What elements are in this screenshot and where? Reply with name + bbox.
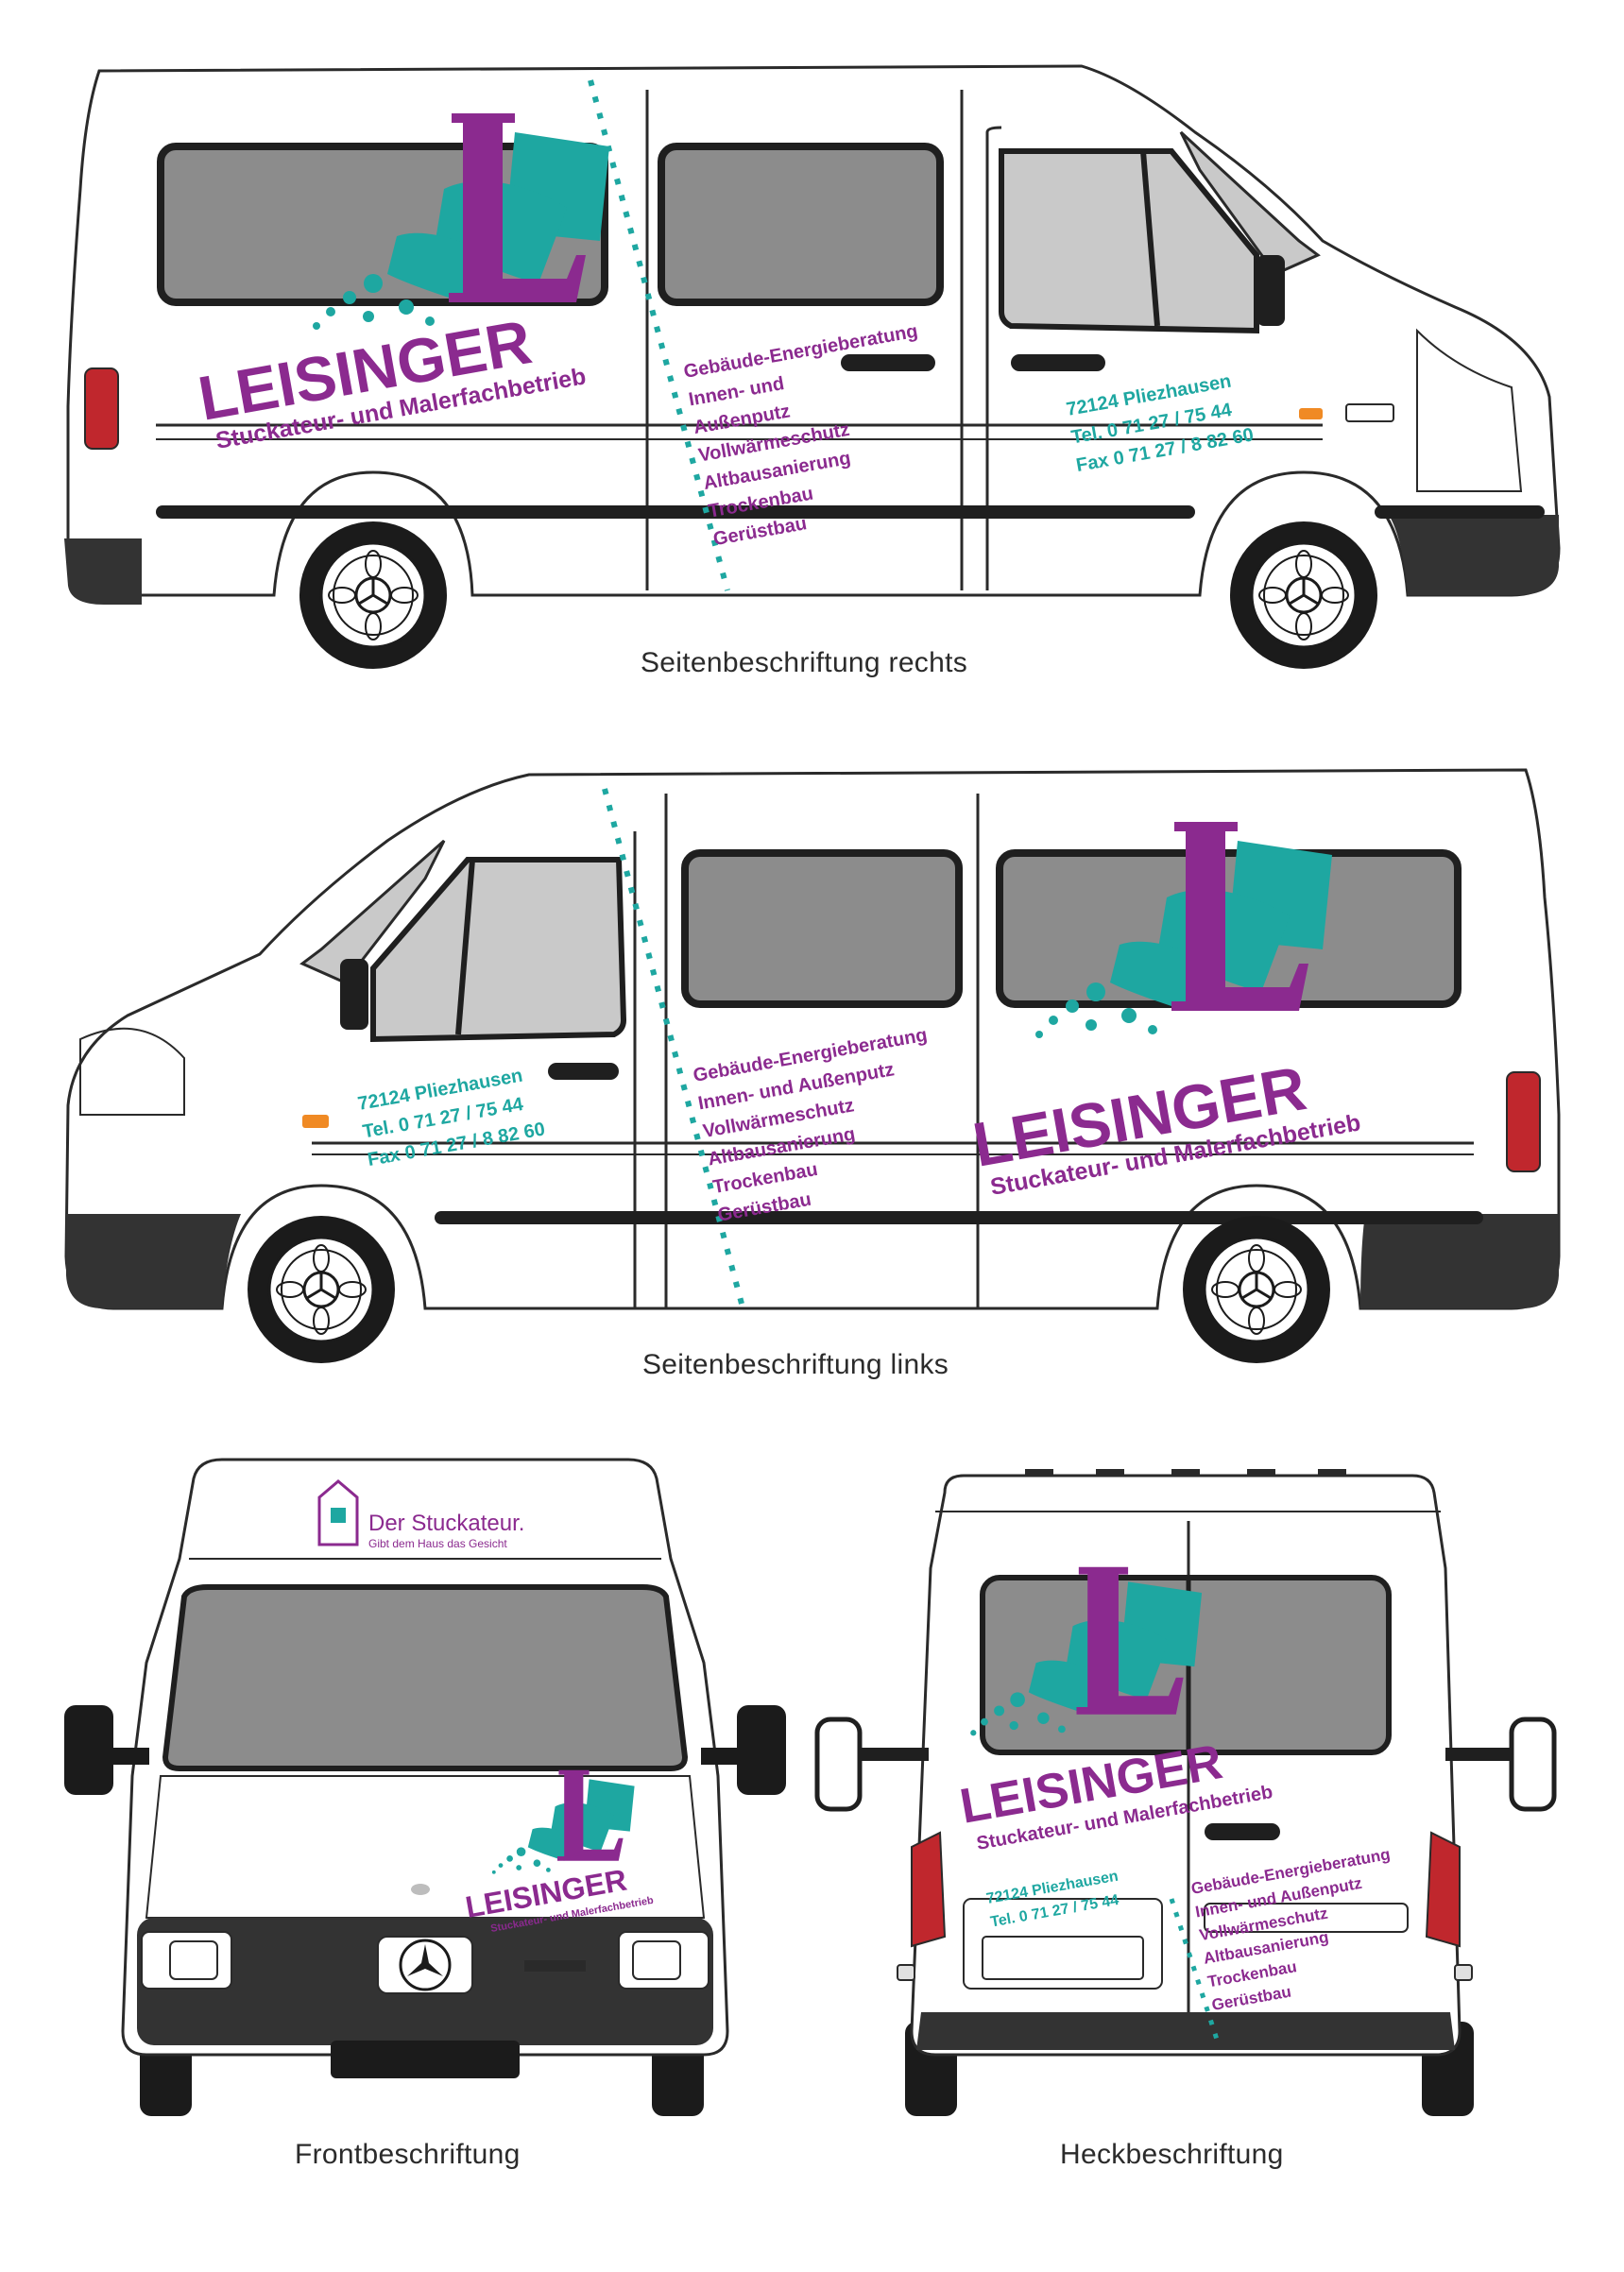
roof-badge-subtitle: Gibt dem Haus das Gesicht: [368, 1537, 507, 1550]
roof-badge-title: Der Stuckateur.: [368, 1511, 524, 1536]
van-front: Der Stuckateur. Gibt dem Haus das Gesich…: [64, 1458, 786, 2116]
caption-right-side: Seitenbeschriftung rechts: [641, 647, 968, 678]
van-left-side: LEISINGER Stuckateur- und Malerfachbetri…: [64, 768, 1561, 1365]
caption-left-side: Seitenbeschriftung links: [642, 1349, 949, 1380]
caption-front: Frontbeschriftung: [295, 2139, 521, 2170]
van-right-side: LEISINGER Stuckateur- und Malerfachbetri…: [64, 64, 1561, 671]
van-rear: LEISINGER Stuckateur- und Malerfachbetri…: [814, 1469, 1557, 2116]
caption-rear: Heckbeschriftung: [1060, 2139, 1284, 2170]
